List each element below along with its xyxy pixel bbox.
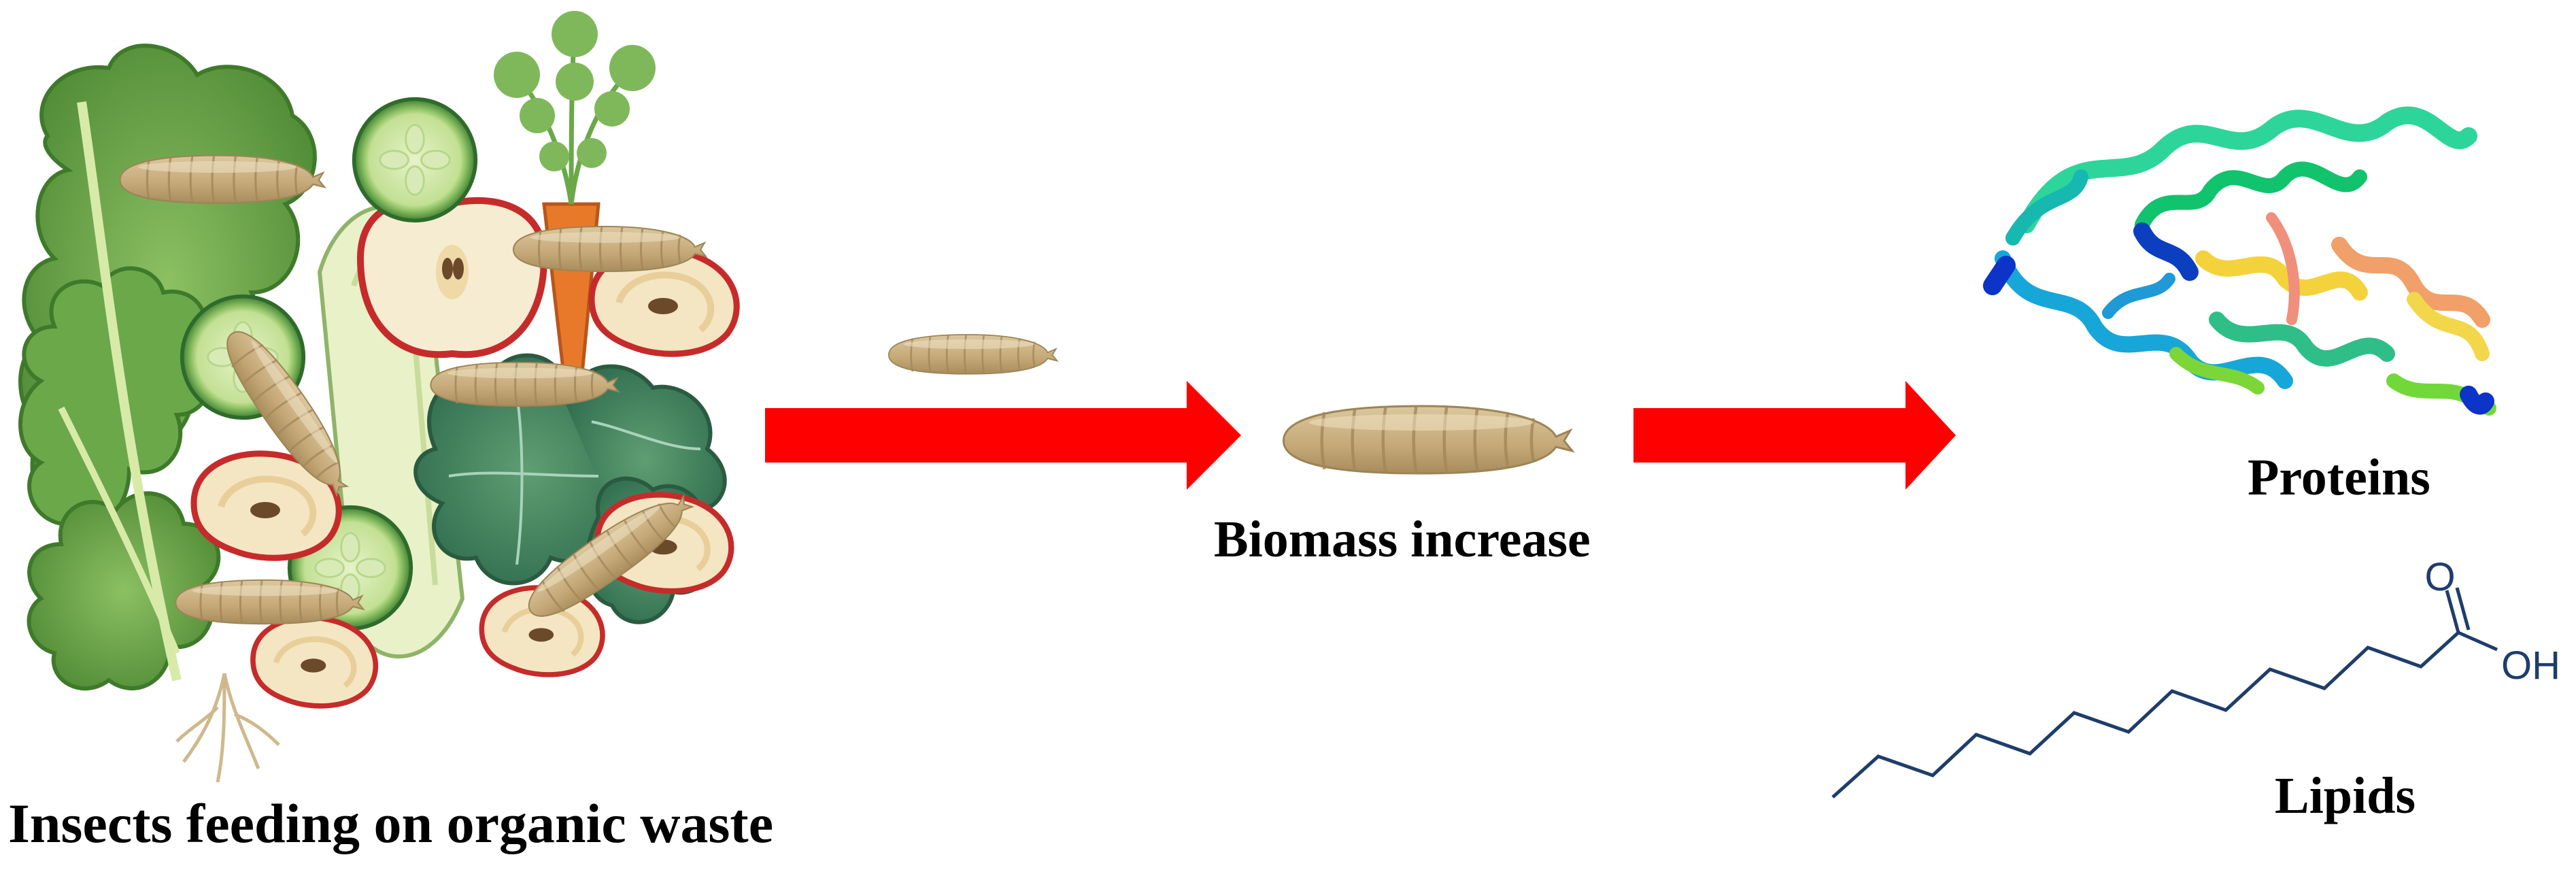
cucumber-slice [354, 99, 476, 221]
protein-ribbon [1983, 106, 2496, 416]
arrow-right [765, 381, 1241, 490]
larva-icon [887, 333, 1058, 375]
carbonyl-oxygen-label: O [2424, 555, 2455, 599]
hydroxyl-label: OH [2501, 643, 2560, 688]
fatty-acid-structure [1831, 587, 2498, 799]
proteins-label: Proteins [2248, 449, 2430, 506]
apple-slice [253, 618, 375, 706]
lipids-label: Lipids [2275, 767, 2416, 824]
half-apple [356, 169, 548, 358]
larva-icon [429, 361, 620, 407]
larva-icon [512, 225, 707, 273]
organic-waste-pile [18, 11, 736, 783]
biomass-label: Biomass increase [1214, 511, 1591, 568]
arrow-right [1633, 381, 1956, 490]
larva-icon [1284, 406, 1573, 473]
roots [175, 673, 280, 783]
feeding-label: Insects feeding on organic waste [8, 792, 774, 854]
